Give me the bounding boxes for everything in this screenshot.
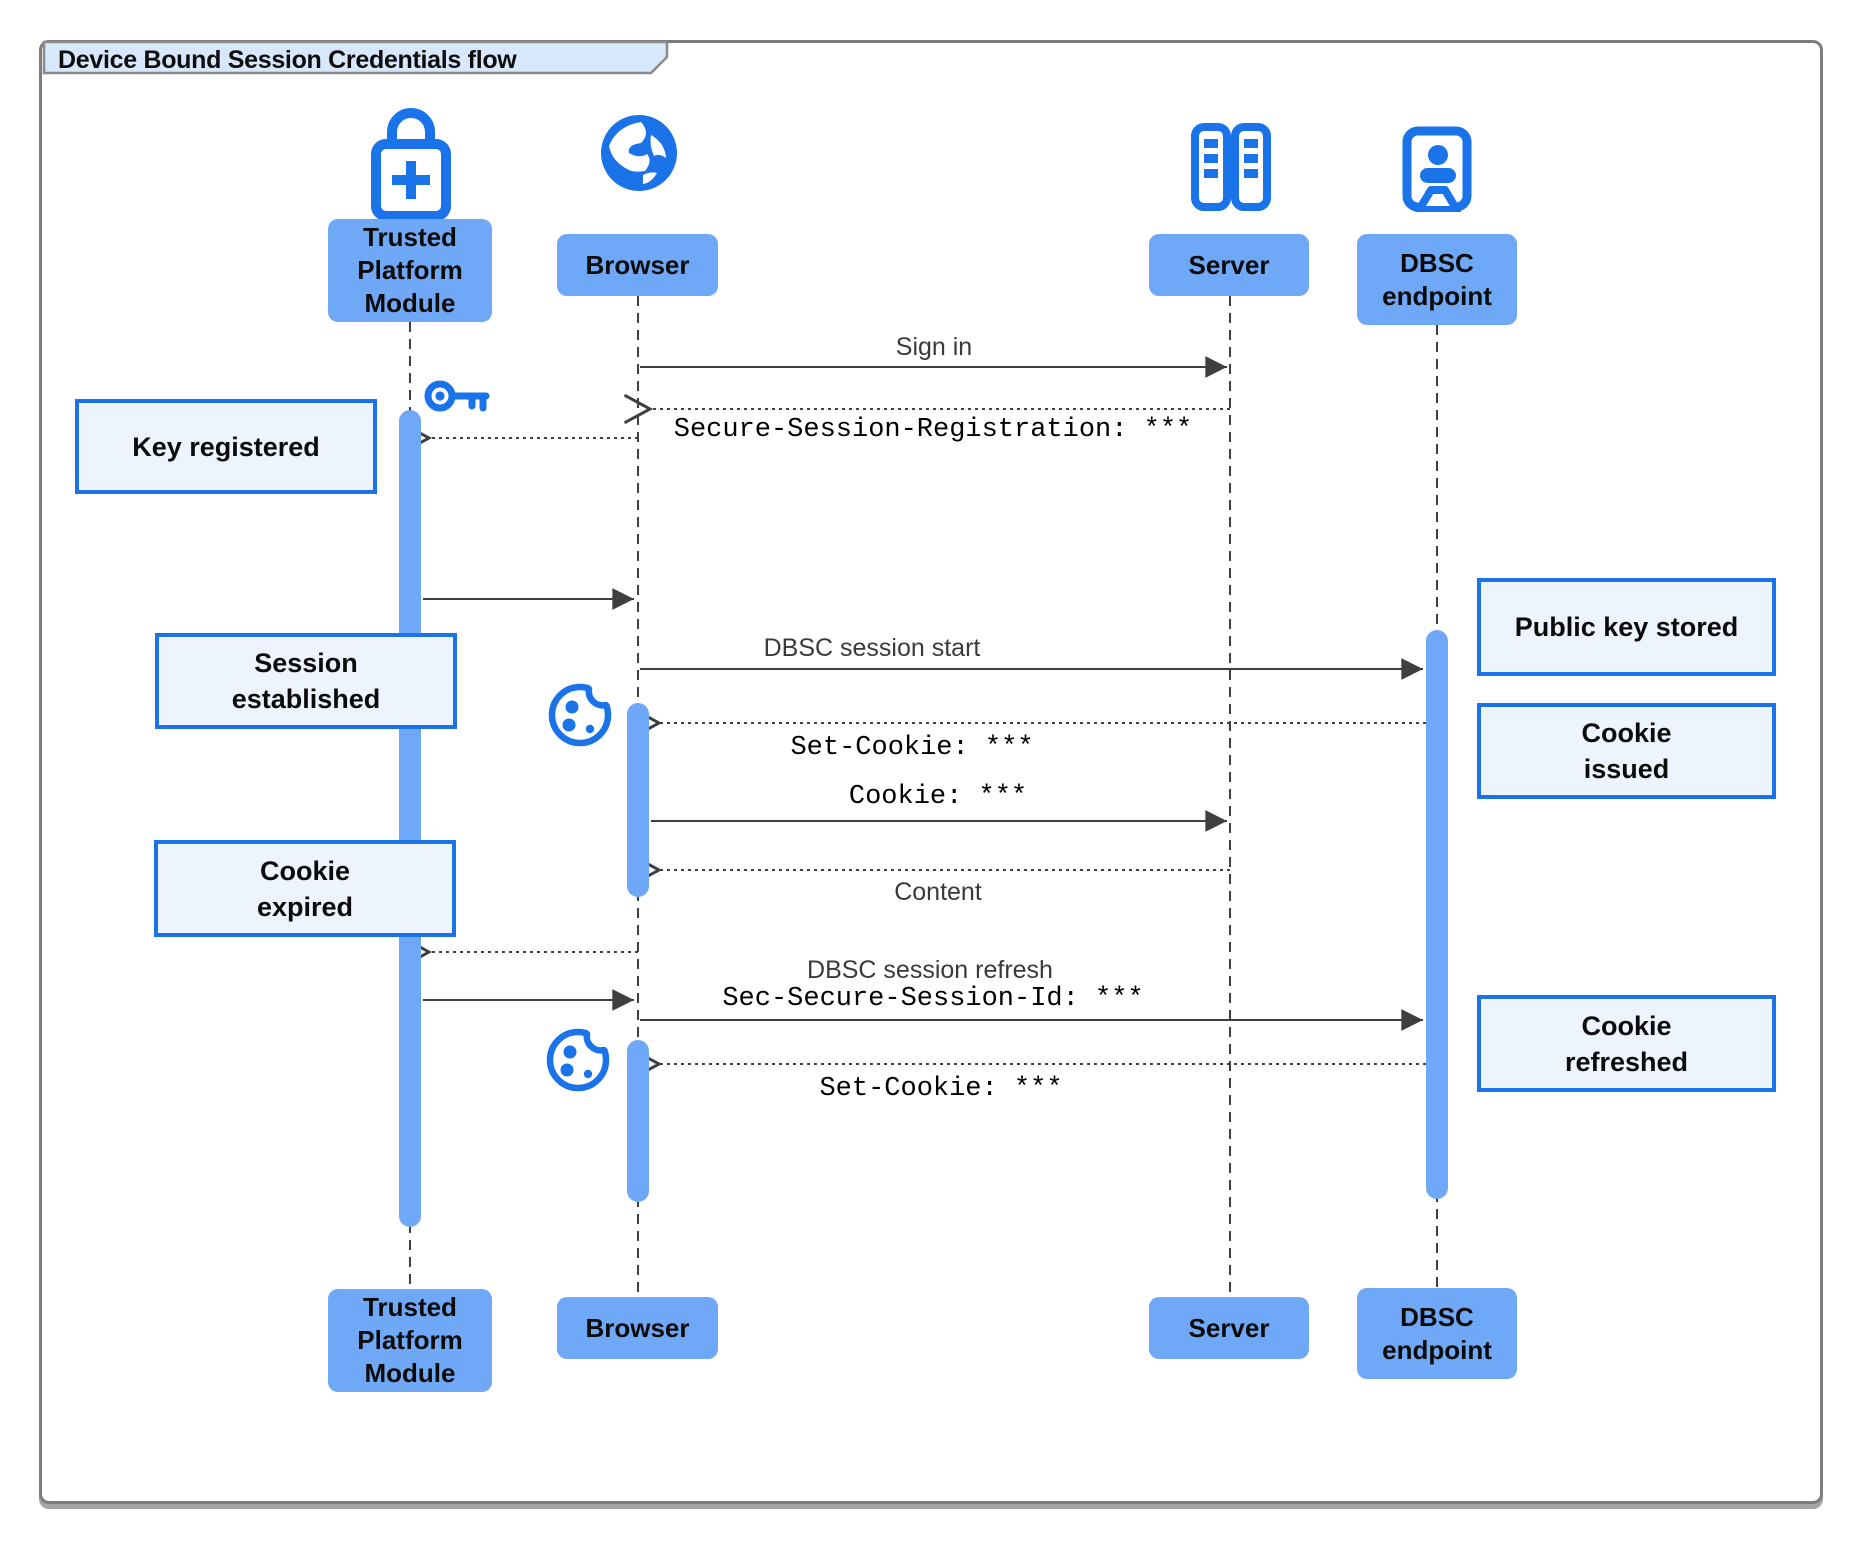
- label-set-cookie-2: Set-Cookie: ***: [819, 1074, 1063, 1104]
- participant-dbsc-bottom: DBSC endpoint: [1357, 1288, 1517, 1379]
- title-tab: [42, 40, 669, 75]
- activation-bar-browser-1: [627, 703, 649, 897]
- participant-browser-top: Browser: [557, 234, 718, 296]
- participant-server-bottom: Server: [1149, 1297, 1309, 1359]
- key-icon: [424, 380, 490, 412]
- label-set-cookie-1: Set-Cookie: ***: [790, 733, 1034, 763]
- note-cookie-issued: Cookie issued: [1477, 703, 1776, 799]
- diagram-title: Device Bound Session Credentials flow: [58, 46, 517, 74]
- label-dbsc-session-refresh: DBSC session refresh: [807, 956, 1053, 984]
- lock-plus-icon: [371, 108, 451, 221]
- label-cookie: Cookie: ***: [848, 782, 1028, 812]
- activation-bar-tpm: [399, 410, 421, 1227]
- note-public-key-stored: Public key stored: [1477, 578, 1776, 676]
- label-content: Content: [894, 878, 982, 906]
- globe-icon: [601, 115, 677, 191]
- label-secure-session-registration: Secure-Session-Registration: ***: [673, 415, 1193, 445]
- note-cookie-refreshed: Cookie refreshed: [1477, 995, 1776, 1092]
- participant-server-top: Server: [1149, 234, 1309, 296]
- note-key-registered: Key registered: [75, 399, 377, 494]
- person-badge-icon: [1402, 126, 1472, 212]
- participant-tpm-top: Trusted Platform Module: [328, 219, 492, 322]
- cookie-icon: [546, 1025, 613, 1092]
- participant-tpm-bottom: Trusted Platform Module: [328, 1289, 492, 1392]
- server-rack-icon: [1191, 123, 1271, 211]
- activation-bar-browser-2: [627, 1040, 649, 1202]
- cookie-icon: [548, 680, 615, 747]
- note-session-established: Session established: [155, 633, 457, 729]
- note-cookie-expired: Cookie expired: [154, 840, 456, 937]
- label-sign-in: Sign in: [895, 333, 973, 361]
- participant-dbsc-top: DBSC endpoint: [1357, 234, 1517, 325]
- label-dbsc-session-start: DBSC session start: [763, 634, 981, 662]
- activation-bar-dbsc: [1426, 630, 1448, 1199]
- label-sec-secure-session-id: Sec-Secure-Session-Id: ***: [722, 984, 1144, 1014]
- participant-browser-bottom: Browser: [557, 1297, 718, 1359]
